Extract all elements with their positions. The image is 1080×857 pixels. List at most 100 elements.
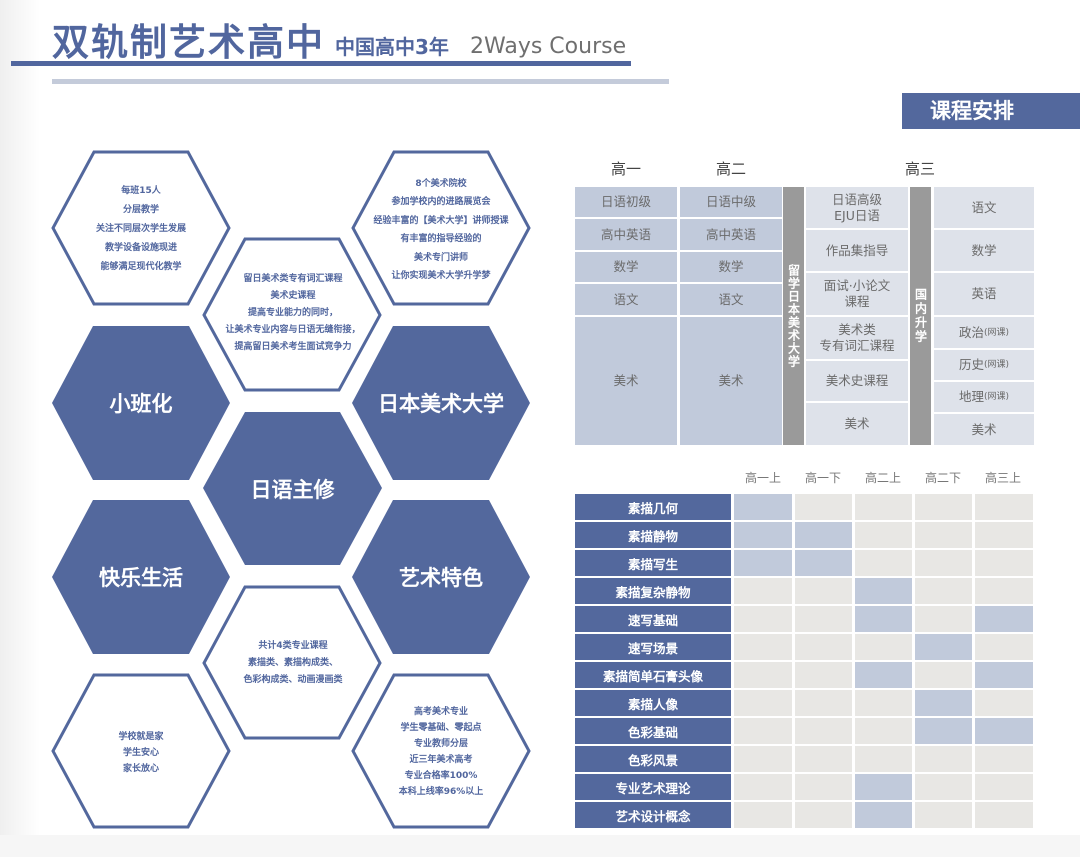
grid-cell-empty [915, 494, 972, 520]
grid-cell-empty [795, 494, 852, 520]
hex-line: 有丰富的指导经验的 [400, 234, 482, 244]
art-course-label: 速写场景 [575, 634, 731, 660]
grade2-course: 日语中级 [680, 187, 782, 217]
hex-outline-art-feature-detail [202, 585, 382, 740]
course-name: 政治 [958, 324, 984, 340]
art-course-label: 色彩基础 [575, 718, 731, 744]
hex-fill-art-univ [352, 326, 530, 480]
hex-fill-happy-life [52, 500, 230, 654]
grid-cell-empty [795, 634, 852, 660]
grade1-course: 数学 [575, 252, 677, 282]
japan-track-course: 面试·小论文 课程 [806, 273, 908, 315]
course-note: (网课) [983, 392, 1010, 402]
grid-cell-empty [734, 662, 792, 688]
hex-line: 8个美术院校 [415, 178, 467, 189]
grid-cell-empty [734, 606, 792, 632]
grid-cell-empty [795, 746, 852, 772]
grid-cell-empty [855, 550, 912, 576]
hex-text-art-feature-detail: 共计4类专业课程 素描类、素描构成类、 色彩构成类、动画漫画类 [208, 632, 378, 694]
grade2-course: 高中英语 [680, 219, 782, 250]
hex-line: 让你实现美术大学升学梦 [391, 271, 491, 281]
japan-track-course: 美术史课程 [806, 361, 908, 401]
grid-cell-active [855, 774, 912, 800]
grid-cell-active [855, 662, 912, 688]
grid-cell-active [734, 494, 792, 520]
grid-cell-empty [855, 746, 912, 772]
hex-line: 素描类、素描构成类、 [247, 657, 338, 668]
art-course-label: 色彩风景 [575, 746, 731, 772]
grid-cell-empty [975, 550, 1033, 576]
course-name: 历史 [958, 357, 984, 372]
grade2-course: 语文 [680, 284, 782, 315]
hex-line: 美术专门讲师 [413, 252, 468, 263]
domestic-track-course: 历史(网课) [934, 350, 1034, 380]
course-note: (网课) [983, 327, 1010, 338]
hex-label-japanese-major: 日语主修 [250, 477, 335, 502]
grid-cell-active [975, 718, 1033, 744]
year-header-3: 高三 [904, 160, 935, 178]
hex-line: 专业教师分层 [413, 739, 468, 749]
grid-cell-empty [734, 634, 792, 660]
hexagon-cluster [51, 150, 531, 829]
grid-cell-empty [795, 718, 852, 744]
domestic-track-course: 数学 [934, 230, 1034, 271]
hex-line: 经验丰富的【美术大学】讲师授课 [373, 215, 509, 226]
grid-cell-empty [975, 774, 1033, 800]
grid-cell-empty [734, 578, 792, 604]
grid-cell-empty [915, 774, 972, 800]
page-edge-shade [0, 0, 40, 857]
grid-cell-empty [975, 494, 1033, 520]
hex-line: 美术史课程 [270, 290, 316, 301]
grid-cell-active [915, 718, 972, 744]
grid-cell-empty [855, 494, 912, 520]
hex-fill-small-class [52, 326, 230, 480]
hex-text-small-class-detail: 每班15人 分层教学 关注不同层次学生发展 教学设备设施现进 能够满足现代化教学 [60, 176, 222, 282]
hex-fill-art-feature [352, 500, 530, 654]
hex-text-exam-detail: 高考美术专业 学生零基础、零起点 专业教师分层 近三年美术高考 专业合格率100… [358, 700, 524, 804]
art-course-label: 专业艺术理论 [575, 774, 731, 800]
japan-track-course: 美术类 专有词汇课程 [806, 317, 908, 359]
japan-track-course: 日语高级 EJU日语 [806, 187, 908, 228]
course-name: 语文 [971, 199, 997, 215]
course-name: 地理 [958, 389, 984, 404]
grid-cell-empty [734, 718, 792, 744]
japan-track-course: 美术 [806, 403, 908, 445]
hex-outline-art-univ-detail [351, 150, 531, 306]
grid-cell-active [855, 802, 912, 828]
domestic-track-course: 语文 [934, 187, 1034, 228]
semester-header: 高二下 [924, 471, 961, 485]
grade2-course: 美术 [680, 317, 782, 445]
grid-cell-empty [975, 746, 1033, 772]
grade1-course: 美术 [575, 317, 677, 445]
grid-cell-empty [795, 662, 852, 688]
grid-cell-active [855, 578, 912, 604]
grid-cell-empty [795, 774, 852, 800]
hex-label-art-feature: 艺术特色 [399, 566, 483, 590]
track-domestic-bar: 国内升学 [910, 187, 931, 445]
course-name: 美术 [971, 421, 997, 437]
grid-cell-empty [915, 606, 972, 632]
year-header-1: 高一 [610, 160, 641, 178]
art-course-label: 素描复杂静物 [575, 578, 731, 604]
hex-line: 关注不同层次学生发展 [95, 223, 186, 234]
grid-cell-empty [734, 774, 792, 800]
track-domestic-label: 国内升学 [913, 288, 928, 344]
hex-line: 教学设备设施现进 [104, 242, 177, 253]
hex-text-happy-life-detail: 学校就是家 学生安心 家长放心 [60, 726, 222, 780]
art-course-label: 艺术设计概念 [575, 802, 731, 828]
domestic-track-course: 美术 [934, 414, 1034, 445]
hex-line: 本科上线率96%以上 [398, 787, 484, 797]
hex-line: 色彩构成类、动画漫画类 [243, 674, 343, 685]
hex-line: 提高专业能力的同时， [247, 307, 338, 318]
grid-cell-empty [795, 802, 852, 828]
grid-cell-empty [975, 578, 1033, 604]
grid-cell-empty [915, 522, 972, 548]
grid-cell-active [795, 522, 852, 548]
grid-cell-active [734, 550, 792, 576]
grid-cell-empty [795, 578, 852, 604]
hex-text-art-univ-detail: 8个美术院校 参加学校内的进路展览会 经验丰富的【美术大学】讲师授课 有丰富的指… [358, 175, 524, 285]
grid-cell-active [795, 550, 852, 576]
grid-cell-empty [855, 690, 912, 716]
hex-line: 参加学校内的进路展览会 [391, 197, 491, 207]
hex-line: 高考美术专业 [413, 707, 468, 717]
